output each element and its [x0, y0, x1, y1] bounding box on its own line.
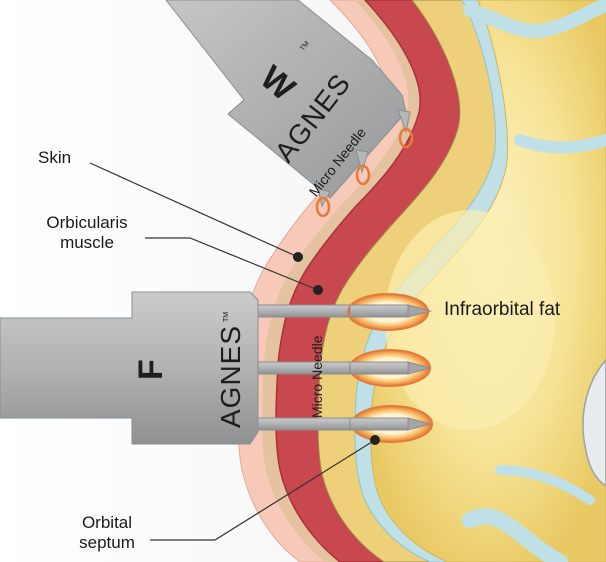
- leader-lines: [89, 162, 376, 541]
- needle-shaft-2-tip-over: [407, 361, 432, 375]
- label-skin: Skin: [38, 148, 72, 167]
- leader-dots: [293, 252, 380, 445]
- top-ring-3: [315, 196, 331, 218]
- dot-septum: [370, 435, 380, 445]
- leader-septum: [150, 439, 376, 541]
- top-injection-rings: [315, 127, 414, 218]
- needle-head-left-body: [0, 291, 259, 445]
- septal-vessel-lower: [495, 465, 595, 505]
- needle-left-subtitle: Micro Needle: [309, 335, 325, 418]
- septal-vessel-bottom: [462, 508, 568, 562]
- label-septum-line2: septum: [79, 533, 135, 552]
- needle-shaft-2-over: [349, 361, 409, 375]
- label-septum-line1: Orbital: [81, 513, 133, 532]
- needle-shaft-1-over: [349, 304, 409, 318]
- needle-shaft-3-tip-over: [407, 417, 432, 431]
- leader-orbicularis: [145, 237, 319, 291]
- septal-vessel-top: [463, 0, 606, 38]
- label-infraorbital-fat: Infraorbital fat: [444, 299, 561, 320]
- needle-top-trademark: TM: [299, 40, 311, 52]
- dot-skin: [293, 252, 303, 262]
- needle-left-letter: F: [132, 359, 170, 380]
- needle-tip-top-2: [355, 149, 369, 174]
- needle-shaft-1-tip-over: [407, 304, 432, 318]
- top-ring-1: [398, 127, 414, 149]
- label-orbicularis-line2: muscle: [60, 233, 114, 252]
- top-ring-2: [355, 164, 371, 186]
- needle-shaft-3-over: [349, 417, 409, 431]
- dot-orbicularis: [313, 285, 323, 295]
- needle-head-top: W AGNES TM Micro Needle: [165, 0, 411, 208]
- label-orbicularis-line1: Orbicularis: [46, 213, 128, 232]
- label-orbicularis: Orbicularis muscle: [28, 213, 146, 253]
- needle-left-trademark: TM: [223, 312, 230, 322]
- needle-tip-top-1: [397, 109, 411, 134]
- eyeball-edge: [582, 358, 606, 487]
- leader-skin: [89, 162, 299, 258]
- fat-injection-rings: [347, 293, 433, 443]
- needle-left-brand: AGNES: [215, 325, 246, 428]
- septal-vessel-upper: [514, 134, 606, 154]
- label-orbital-septum: Orbital septum: [62, 513, 152, 553]
